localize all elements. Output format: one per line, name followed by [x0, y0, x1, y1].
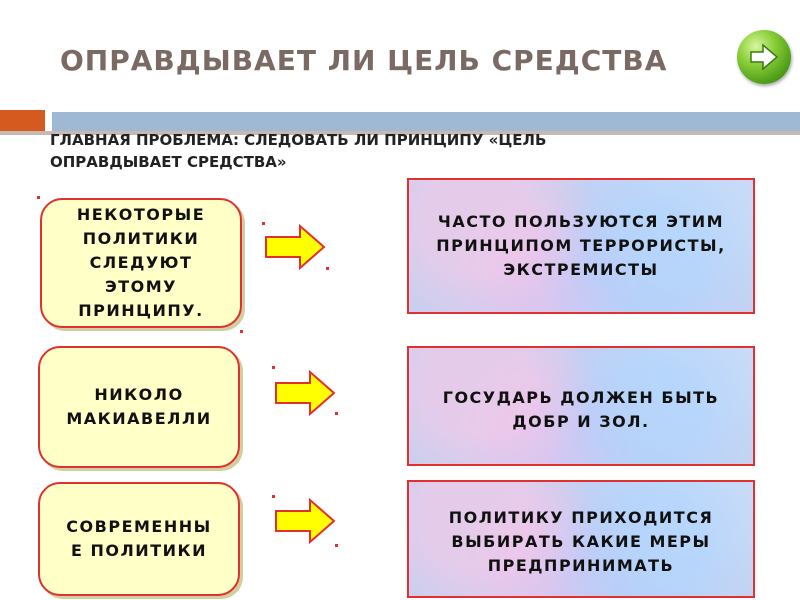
right-box-2-line: ДОБР И ЗОЛ.: [512, 412, 650, 431]
right-box-2: ГОСУДАРЬ ДОЛЖЕН БЫТЬ ДОБР И ЗОЛ.: [407, 346, 755, 466]
right-box-1: ЧАСТО ПОЛЬЗУЮТСЯ ЭТИМ ПРИНЦИПОМ ТЕРРОРИС…: [407, 178, 755, 314]
left-box-1-line: ПРИНЦИПУ.: [78, 301, 204, 320]
page-title: ОПРАВДЫВАЕТ ЛИ ЦЕЛЬ СРЕДСТВА: [60, 44, 668, 77]
header-band-accent: [0, 110, 45, 132]
right-box-1-line: ЭКСТРЕМИСТЫ: [503, 260, 659, 279]
arrow-right-icon: [275, 370, 336, 416]
right-box-1-line: ЧАСТО ПОЛЬЗУЮТСЯ ЭТИМ: [437, 212, 725, 231]
selection-handle: [272, 366, 275, 369]
right-box-1-line: ПРИНЦИПОМ ТЕРРОРИСТЫ,: [436, 236, 726, 255]
selection-handle: [240, 330, 243, 333]
right-box-3-line: ПРЕДПРИНИМАТЬ: [487, 556, 675, 575]
left-box-2: НИКОЛО МАКИАВЕЛЛИ: [38, 346, 240, 468]
header-band: [52, 112, 800, 131]
right-box-3-line: ПОЛИТИКУ ПРИХОДИТСЯ: [448, 508, 714, 527]
right-box-2-line: ГОСУДАРЬ ДОЛЖЕН БЫТЬ: [442, 388, 720, 407]
right-box-3: ПОЛИТИКУ ПРИХОДИТСЯ ВЫБИРАТЬ КАКИЕ МЕРЫ …: [407, 480, 755, 598]
left-box-1-line: ПОЛИТИКИ: [82, 229, 200, 248]
left-box-2-line: МАКИАВЕЛЛИ: [66, 409, 212, 428]
left-box-1-line: СЛЕДУЮТ: [89, 253, 193, 272]
selection-handle: [326, 267, 329, 270]
left-box-1-line: НЕКОТОРЫЕ: [76, 205, 206, 224]
selection-handle: [335, 544, 338, 547]
arrow-right-icon: [265, 224, 326, 270]
main-question-line-2: ОПРАВДЫВАЕТ СРЕДСТВА»: [50, 153, 287, 171]
selection-handle: [262, 222, 265, 225]
left-box-3: СОВРЕМЕННЫ Е ПОЛИТИКИ: [38, 482, 240, 596]
arrow-right-icon: [275, 498, 336, 544]
header-divider: [0, 131, 800, 135]
selection-handle: [37, 196, 40, 199]
left-box-3-line: Е ПОЛИТИКИ: [71, 541, 207, 560]
main-question: ГЛАВНАЯ ПРОБЛЕМА: СЛЕДОВАТЬ ЛИ ПРИНЦИПУ …: [50, 129, 750, 173]
left-box-1-line: ЭТОМУ: [104, 277, 177, 296]
left-box-2-line: НИКОЛО: [94, 385, 184, 404]
main-question-line-1: ГЛАВНАЯ ПРОБЛЕМА: СЛЕДОВАТЬ ЛИ ПРИНЦИПУ …: [50, 131, 547, 149]
right-box-3-line: ВЫБИРАТЬ КАКИЕ МЕРЫ: [451, 532, 711, 551]
left-box-1: НЕКОТОРЫЕ ПОЛИТИКИ СЛЕДУЮТ ЭТОМУ ПРИНЦИП…: [40, 198, 242, 328]
selection-handle: [335, 412, 338, 415]
selection-handle: [272, 495, 275, 498]
next-slide-button[interactable]: [737, 30, 791, 84]
arrow-right-icon: [750, 43, 779, 71]
left-box-3-line: СОВРЕМЕННЫ: [66, 517, 212, 536]
